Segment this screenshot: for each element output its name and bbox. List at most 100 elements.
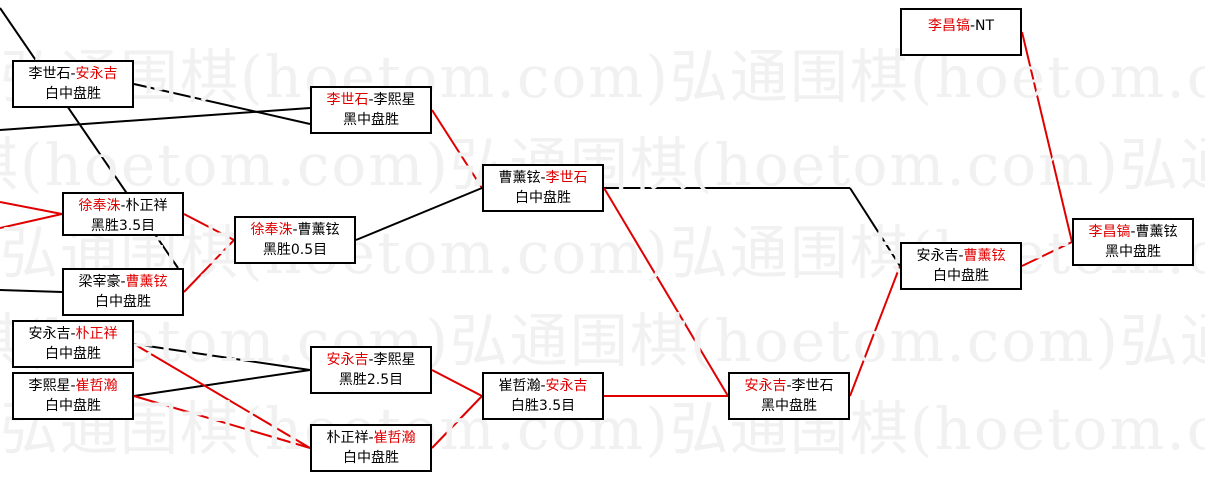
player-separator: - [292, 222, 298, 238]
match-result: 黑胜0.5目 [262, 242, 328, 258]
bracket-connector-16 [431, 395, 483, 449]
player-name: 朴正祥 [125, 198, 168, 214]
bracket-connector-21 [849, 265, 901, 397]
player-separator: - [540, 170, 546, 186]
watermark-text: 弘通围棋(hoetom.com)弘通围棋(hoetom.com)弘通围棋(hoe… [0, 43, 1205, 111]
bracket-connector-19 [603, 187, 729, 397]
player-name: 安永吉 [916, 248, 959, 264]
match-box: 梁宰豪-曹薰铉白中盘胜 [62, 268, 184, 316]
player-separator: - [120, 198, 126, 214]
match-players: 李昌镐-曹薰铉 [1074, 222, 1192, 242]
player-name: 李昌镐 [927, 18, 970, 34]
player-separator: - [958, 248, 964, 264]
match-box: 徐奉洙-曹薰铉黑胜0.5目 [234, 216, 356, 264]
match-result: 白中盘胜 [95, 294, 151, 310]
match-players: 李世石-李熙星 [312, 90, 430, 110]
match-result: 白中盘胜 [45, 346, 101, 362]
bracket-connector-15 [431, 369, 483, 397]
player-name: 安永吉 [326, 352, 369, 368]
match-result: 白中盘胜 [45, 86, 101, 102]
match-players: 李世石-安永吉 [14, 64, 132, 84]
match-result: 白胜3.5目 [510, 398, 576, 414]
match-players: 朴正祥-崔哲瀚 [312, 428, 430, 448]
match-box: 李熙星-崔哲瀚白中盘胜 [12, 372, 134, 420]
match-note: NT [975, 18, 995, 34]
player-separator: - [70, 378, 76, 394]
match-players: 曹薰铉-李世石 [484, 168, 602, 188]
player-name: 曹薰铉 [498, 170, 541, 186]
bracket-connector-11 [133, 343, 311, 371]
player-name: 李熙星 [28, 378, 71, 394]
bracket-connector-23 [1021, 31, 1073, 243]
match-result: 黑中盘胜 [761, 398, 817, 414]
player-separator: - [969, 18, 976, 34]
match-result: 黑中盘胜 [343, 112, 399, 128]
player-name: 李世石 [545, 170, 588, 186]
match-box: 李世石-李熙星黑中盘胜 [310, 86, 432, 134]
match-box: 曹薰铉-李世石白中盘胜 [482, 164, 604, 212]
bracket-connector-13 [133, 343, 311, 449]
match-result: 白中盘胜 [343, 450, 399, 466]
player-name: 李熙星 [373, 92, 416, 108]
bracket-connector-12 [133, 369, 311, 397]
player-name: 安永吉 [744, 378, 787, 394]
player-separator: - [70, 66, 76, 82]
match-players: 安永吉-曹薰铉 [902, 246, 1020, 266]
bracket-connector-10 [355, 187, 483, 241]
match-result: 黑胜2.5目 [338, 372, 404, 388]
match-result: 黑中盘胜 [1105, 244, 1161, 260]
match-box: 崔哲瀚-安永吉白胜3.5目 [482, 372, 604, 420]
player-separator: - [368, 92, 374, 108]
player-name: 安永吉 [75, 66, 118, 82]
match-players: 李昌镐-NT [902, 16, 1020, 36]
match-players: 安永吉-李熙星 [312, 350, 430, 370]
player-name: 梁宰豪 [78, 274, 121, 290]
player-name: 朴正祥 [326, 430, 369, 446]
player-separator: - [368, 352, 374, 368]
player-name: 李昌镐 [1088, 224, 1131, 240]
player-name: 曹薰铉 [963, 248, 1006, 264]
match-box: 李世石-安永吉白中盘胜 [12, 60, 134, 108]
bracket-connector-3 [0, 107, 311, 131]
bracket-connector-14 [133, 395, 311, 449]
bracket-connector-5 [0, 201, 63, 215]
match-result: 白中盘胜 [515, 190, 571, 206]
bracket-connector-18 [849, 187, 901, 267]
match-box: 安永吉-李熙星黑胜2.5目 [310, 346, 432, 394]
match-result: 白中盘胜 [933, 268, 989, 284]
player-name: 徐奉洙 [250, 222, 293, 238]
match-result: 黑胜3.5目 [90, 218, 156, 234]
match-players: 安永吉-朴正祥 [14, 324, 132, 344]
player-name: 曹薰铉 [297, 222, 340, 238]
player-separator: - [368, 430, 374, 446]
match-box: 李昌镐-NT [900, 8, 1022, 56]
match-box: 安永吉-朴正祥白中盘胜 [12, 320, 134, 368]
player-name: 曹薰铉 [1135, 224, 1178, 240]
player-name: 崔哲瀚 [75, 378, 118, 394]
player-separator: - [120, 274, 126, 290]
player-separator: - [1130, 224, 1136, 240]
player-name: 李世石 [326, 92, 369, 108]
bracket-connector-4 [431, 109, 483, 189]
player-name: 朴正祥 [75, 326, 118, 342]
match-players: 李熙星-崔哲瀚 [14, 376, 132, 396]
bracket-connector-22 [1021, 241, 1073, 267]
match-players: 徐奉洙-曹薰铉 [236, 220, 354, 240]
player-name: 安永吉 [545, 378, 588, 394]
match-players: 安永吉-李世石 [730, 376, 848, 396]
player-name: 安永吉 [28, 326, 71, 342]
match-box: 李昌镐-曹薰铉黑中盘胜 [1072, 218, 1194, 266]
player-name: 李世石 [791, 378, 834, 394]
player-separator: - [540, 378, 546, 394]
player-separator: - [70, 326, 76, 342]
bracket-connector-8 [183, 213, 235, 241]
match-box: 安永吉-李世石黑中盘胜 [728, 372, 850, 420]
bracket-connector-2 [133, 83, 311, 125]
player-separator: - [786, 378, 792, 394]
player-name: 曹薰铉 [125, 274, 168, 290]
watermark-text: 弘通围棋(hoetom.com)弘通围棋(hoetom.com)弘通围棋(hoe… [0, 307, 1205, 375]
player-name: 李世石 [28, 66, 71, 82]
player-name: 李熙星 [373, 352, 416, 368]
